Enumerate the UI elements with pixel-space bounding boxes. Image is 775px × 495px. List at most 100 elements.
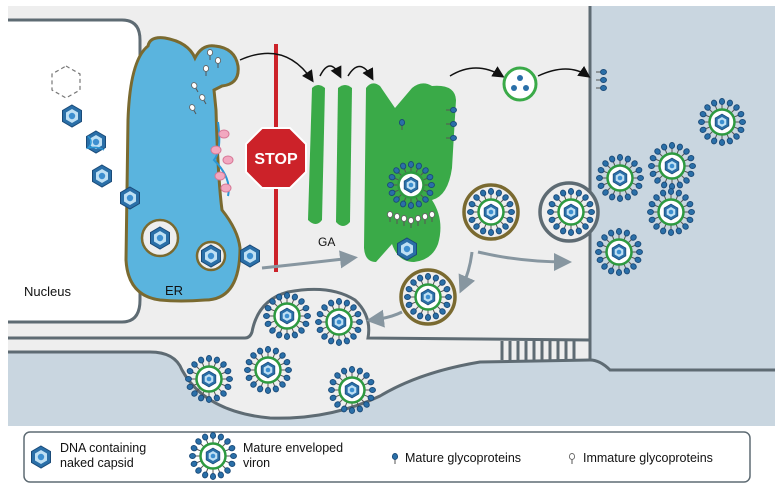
- virion-glycoprotein: [676, 143, 683, 155]
- capsid: [62, 104, 82, 128]
- virion-glycoprotein: [328, 299, 335, 311]
- virion-glycoprotein: [269, 324, 279, 334]
- virion-glycoprotein: [579, 220, 589, 230]
- virion-glycoprotein: [627, 234, 637, 244]
- virion-capsid: [403, 176, 419, 194]
- legend-virion-label: Mature enveloped viron: [243, 441, 347, 470]
- virion-glycoprotein: [360, 372, 370, 382]
- virion-glycoprotein: [245, 359, 257, 366]
- virion-capsid: [205, 447, 221, 465]
- virion-glycoprotein: [487, 225, 495, 236]
- immature-glycoprotein: [421, 213, 429, 224]
- virion-glycoprotein: [679, 194, 689, 204]
- virion-glycoprotein: [191, 387, 201, 397]
- virion-glycoprotein: [316, 311, 328, 318]
- virion-glycoprotein: [601, 260, 611, 270]
- virion-glycoprotein: [191, 361, 201, 371]
- virion-glycoprotein: [718, 135, 726, 146]
- virion-glycoprotein: [352, 318, 363, 326]
- virion-glycoprotein: [347, 330, 357, 340]
- virion-glycoprotein: [649, 155, 661, 162]
- virion-glycoprotein: [400, 196, 407, 208]
- virion-glycoprotein: [436, 305, 446, 315]
- virion-glycoprotein: [321, 330, 331, 340]
- virion-glycoprotein: [661, 143, 668, 155]
- virion-glycoprotein: [217, 433, 224, 445]
- virion-glycoprotein: [654, 174, 664, 184]
- legend-mature-glyco-label: Mature glycoproteins: [405, 451, 521, 465]
- virion-glycoprotein: [560, 189, 567, 201]
- virion-glycoprotein: [393, 167, 403, 177]
- virion-glycoprotein: [190, 460, 202, 467]
- virion-glycoprotein: [263, 312, 274, 320]
- virion-glycoprotein: [680, 174, 690, 184]
- virion-glycoprotein: [649, 170, 661, 177]
- virion-glycoprotein: [615, 265, 623, 276]
- immature-glycoprotein: [428, 211, 436, 222]
- virion-glycoprotein: [407, 161, 415, 172]
- virion-glycoprotein: [624, 189, 631, 201]
- virion-capsid: [612, 169, 628, 187]
- mature-glycoprotein: [596, 76, 607, 84]
- golgi-cisterna-2: [336, 85, 352, 226]
- virion-glycoprotein: [628, 160, 638, 170]
- virion-glycoprotein: [213, 390, 220, 402]
- virion-glycoprotein: [189, 452, 200, 460]
- transport-arrows: [261, 250, 572, 328]
- immature-glycoprotein: [202, 65, 210, 76]
- virion-glycoprotein: [334, 398, 344, 408]
- virion-glycoprotein: [495, 223, 502, 235]
- released-virion: [648, 142, 696, 190]
- mature-glycoprotein: [446, 134, 457, 142]
- virion-glycoprotein: [661, 177, 668, 189]
- virion-glycoprotein: [415, 162, 422, 174]
- virion-glycoprotein: [356, 367, 363, 379]
- virion-glycoprotein: [405, 286, 417, 293]
- virion-glycoprotein: [424, 310, 432, 321]
- virion-capsid: [714, 113, 730, 131]
- virion-glycoprotein: [704, 130, 714, 140]
- virion-glycoprotein: [264, 305, 276, 312]
- virion-glycoprotein: [432, 308, 439, 320]
- virion-glycoprotein: [269, 298, 279, 308]
- virion-glycoprotein: [699, 126, 711, 133]
- immature-glycoprotein: [400, 215, 408, 226]
- virion-glycoprotein: [628, 186, 638, 196]
- virion-glycoprotein: [217, 467, 224, 479]
- virion-glycoprotein: [257, 381, 264, 393]
- intercellular-virion: [244, 346, 292, 394]
- virion-glycoprotein: [190, 445, 202, 452]
- virion-glycoprotein: [226, 452, 237, 460]
- virion-glycoprotein: [726, 99, 733, 111]
- virion-glycoprotein: [553, 194, 563, 204]
- virion-glycoprotein: [698, 118, 709, 126]
- virion-glycoprotein: [202, 433, 209, 445]
- neighbor-cell-membrane: [8, 350, 775, 420]
- virion-glycoprotein: [276, 378, 286, 388]
- virion-capsid: [344, 381, 360, 399]
- virion-glycoprotein: [630, 241, 642, 248]
- virion-glycoprotein: [283, 329, 291, 340]
- virion-glycoprotein: [726, 133, 733, 145]
- virion-glycoprotein: [347, 304, 357, 314]
- nucleus: [8, 18, 142, 324]
- immature-glycoprotein: [386, 211, 394, 222]
- virion-glycoprotein: [595, 248, 606, 256]
- capsid: [150, 226, 170, 250]
- virion-glycoprotein: [281, 366, 292, 374]
- virion-glycoprotein: [350, 326, 362, 333]
- released-virion: [595, 228, 643, 276]
- virion-glycoprotein: [407, 198, 415, 209]
- virion-glycoprotein: [356, 401, 363, 413]
- virion-glycoprotein: [553, 220, 563, 230]
- virion-glycoprotein: [667, 225, 675, 236]
- virion-glycoprotein: [298, 320, 310, 327]
- virion-glycoprotein: [343, 333, 350, 345]
- virion-glycoprotein: [647, 208, 658, 216]
- virion-glycoprotein: [387, 181, 398, 189]
- immature-glycoprotein: [189, 104, 197, 115]
- legend-capsid-label: DNA containing naked capsid: [60, 441, 150, 470]
- virion-glycoprotein: [298, 305, 310, 312]
- virion-glycoprotein: [205, 392, 213, 403]
